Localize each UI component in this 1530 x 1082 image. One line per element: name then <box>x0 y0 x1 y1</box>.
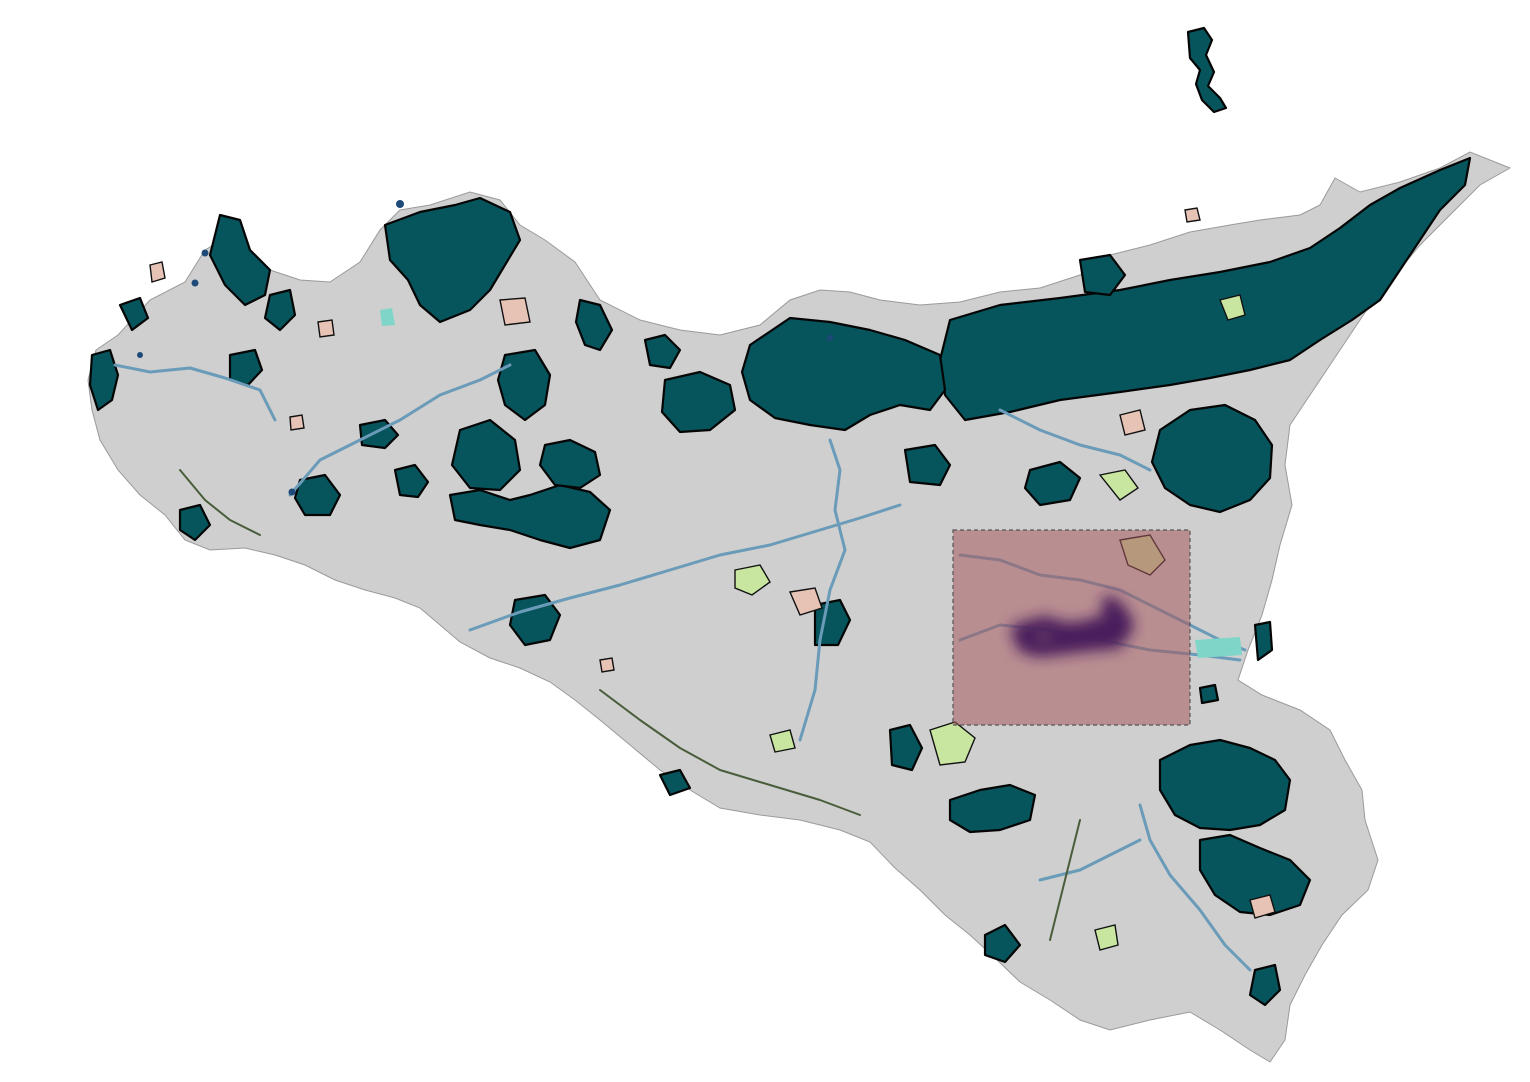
bare-area-patch <box>289 414 305 431</box>
reservoir <box>137 352 143 358</box>
bare-area-patch <box>499 297 531 326</box>
stream <box>179 469 261 536</box>
forest-patch <box>948 783 1037 834</box>
forest-patch <box>888 723 924 772</box>
bare-area-patch <box>788 587 823 616</box>
forest-patch <box>658 768 692 797</box>
reservoir <box>396 200 404 208</box>
forest-patch <box>1198 683 1220 705</box>
river <box>113 363 277 422</box>
forest-patch <box>574 298 614 352</box>
forest-patch <box>208 213 272 307</box>
water-body <box>380 308 395 326</box>
shrubland-patch <box>929 721 976 766</box>
reservoir <box>288 488 296 496</box>
bare-area-patch <box>1184 207 1201 223</box>
forest-patch <box>228 348 264 387</box>
forest-patch <box>903 443 952 487</box>
forest-patch <box>1023 460 1082 507</box>
water-layer <box>380 308 1242 658</box>
river <box>798 438 847 742</box>
reservoir <box>827 335 833 341</box>
forest-patch <box>1253 620 1274 662</box>
bare-area-patch <box>1119 409 1146 436</box>
forest-patch <box>1248 963 1282 1007</box>
bare-area-patch <box>1249 894 1276 919</box>
river <box>1138 803 1252 972</box>
reservoir <box>191 279 199 287</box>
forest-patch <box>293 473 342 517</box>
forest-patch <box>538 438 602 490</box>
forest-patch <box>393 463 430 499</box>
forest-patch <box>643 333 682 370</box>
forest-patch <box>508 593 562 647</box>
shrubland-patch <box>769 729 796 753</box>
river <box>1038 838 1142 882</box>
forest-patch <box>448 483 612 550</box>
forest-patch <box>938 156 1472 422</box>
forest-patch <box>496 348 552 422</box>
forest-patch <box>88 348 120 412</box>
forest-patch <box>660 370 737 434</box>
shrubland-patch <box>1094 924 1119 951</box>
forest-patch <box>740 316 947 432</box>
bare-area-patch <box>599 657 615 673</box>
forest-patch <box>983 923 1022 964</box>
forest-patch <box>178 503 212 542</box>
bare-area-patch <box>149 261 166 283</box>
river <box>288 363 512 497</box>
stream <box>599 689 861 816</box>
hotspot-path <box>1011 596 1134 657</box>
forest-patch <box>263 288 297 332</box>
small-island-north <box>1186 26 1228 114</box>
forest-patch <box>1150 403 1274 514</box>
forest-patch <box>383 196 522 324</box>
forest-patch <box>450 418 522 492</box>
forest-patch <box>813 598 852 647</box>
reservoir-layer <box>137 200 833 496</box>
forest-patch <box>1158 738 1292 832</box>
river <box>998 408 1152 472</box>
stream <box>1049 819 1081 941</box>
hotspot-trail <box>1011 596 1134 657</box>
forest-layer <box>88 156 1472 1007</box>
forest-patch <box>118 296 150 332</box>
bare-area-layer <box>149 207 1276 919</box>
forest-patch <box>1198 833 1312 917</box>
reservoir <box>201 249 209 257</box>
shrubland-patch <box>734 564 771 596</box>
forest-patch <box>1078 253 1127 297</box>
shrubland-patch <box>1098 469 1139 501</box>
water-body <box>1195 637 1242 658</box>
bare-area-patch <box>317 319 335 338</box>
shrubland-patch <box>1219 294 1246 321</box>
